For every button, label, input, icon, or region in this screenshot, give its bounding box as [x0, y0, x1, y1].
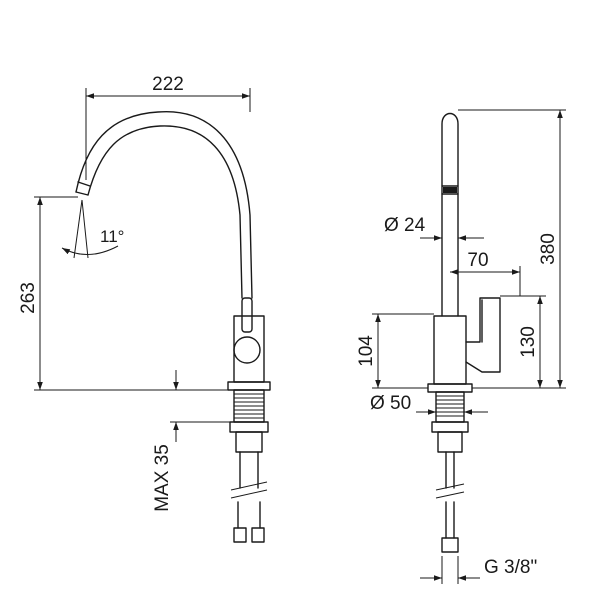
hose-fitting-left — [233, 527, 247, 543]
spout-inner-curve — [87, 125, 243, 299]
side-fixing-plate — [437, 431, 463, 453]
hose-break-1 — [230, 481, 268, 491]
side-spout-column — [441, 112, 459, 317]
dim-label-base-height: 104 — [356, 335, 377, 367]
hose-left — [237, 451, 241, 529]
shank-hatching — [234, 393, 264, 419]
dim-label-total-height: 380 — [538, 233, 559, 265]
side-hose — [445, 451, 455, 539]
dim-label-angle: 11° — [100, 227, 124, 246]
dim-label-lever-height: 130 — [518, 326, 539, 358]
hose-right — [257, 451, 261, 529]
side-lever — [465, 297, 501, 373]
side-hose-break-1 — [435, 483, 465, 491]
hose-fitting-right — [251, 527, 265, 543]
lever-stem — [241, 297, 253, 333]
side-view: Ø 24 70 104 130 380 Ø 50 G 3/8" — [356, 109, 566, 584]
side-hose-fitting — [441, 537, 459, 553]
hose-break-2 — [230, 489, 268, 499]
lever-knob — [233, 336, 261, 364]
dim-label-body-depth: 70 — [467, 250, 488, 271]
side-fixing-nut — [431, 421, 469, 433]
spout-outer-curve — [75, 110, 253, 299]
dim-label-height-outlet: 263 — [18, 282, 39, 314]
side-outlet-band — [443, 187, 457, 193]
side-base-flange — [427, 383, 473, 393]
side-shank-hatching — [436, 395, 464, 417]
spout-tip-ring — [77, 181, 91, 187]
front-view: 222 263 11° MAX 35 — [18, 74, 271, 543]
dim-label-max-mounting: MAX 35 — [152, 444, 173, 512]
dim-label-connection-thread: G 3/8" — [484, 557, 537, 578]
side-threaded-shank — [435, 391, 465, 423]
side-hose-break-2 — [435, 491, 465, 499]
angle-ref-inclined — [81, 199, 89, 259]
side-body — [433, 315, 467, 385]
spout-tip — [75, 191, 89, 196]
angle-ref-vertical — [73, 199, 83, 259]
fixing-plate — [235, 431, 263, 453]
base-flange — [227, 381, 271, 391]
dim-label-spout-reach: 222 — [152, 74, 184, 95]
dim-label-outlet-diameter: Ø 24 — [384, 215, 426, 236]
dim-label-base-diameter: Ø 50 — [370, 393, 411, 414]
fixing-nut — [229, 421, 269, 433]
angle-arc — [61, 245, 119, 255]
